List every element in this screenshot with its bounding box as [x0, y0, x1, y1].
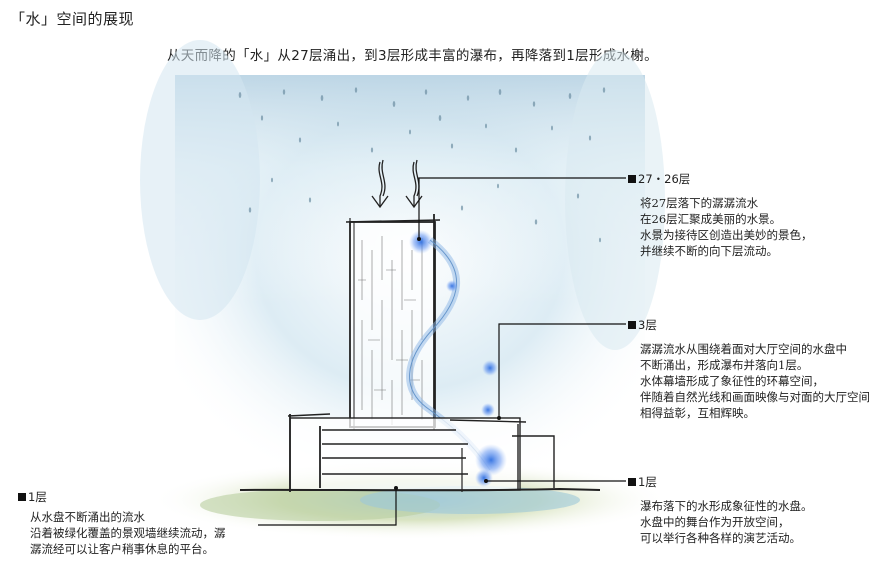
callout-heading: 1层 — [638, 475, 657, 489]
leader-3f — [498, 323, 626, 418]
leader-dot-1f-left — [394, 486, 398, 490]
callout-line: 伴随着自然光线和画面映像与对面的大厅空间 — [640, 390, 870, 404]
callout-line: 水景为接待区创造出美妙的景色， — [640, 228, 813, 242]
water-spot-3f-lower — [481, 403, 495, 417]
callout-line: 瀑布落下的水形成象征性的水盘。 — [640, 499, 813, 513]
leader-lines — [258, 177, 626, 526]
callout-line: 在26层汇聚成美丽的水景。 — [640, 212, 782, 226]
leader-dot-1f-right — [484, 479, 488, 483]
falling-water-arrows — [371, 159, 423, 209]
leader-dot-27f — [417, 237, 421, 241]
callout-line: 并继续不断的向下层流动。 — [640, 244, 778, 258]
callout-heading: 3层 — [638, 318, 657, 332]
callout-1f-left: 1层 从水盘不断涌出的流水 沿着被绿化覆盖的景观墙继续流动，潺 潺流经可以让客户… — [18, 489, 226, 557]
callout-line: 水盘中的舞台作为开放空间， — [640, 515, 790, 529]
tower — [345, 214, 441, 430]
square-bullet-icon — [628, 321, 636, 329]
leader-1f-left — [258, 488, 397, 526]
water-spot-3f — [482, 360, 498, 376]
callout-heading: 27・26层 — [638, 172, 691, 186]
callout-heading: 1层 — [28, 490, 47, 504]
leader-dot-3f — [497, 416, 501, 420]
ground-line — [239, 487, 601, 492]
sky-left-haze — [140, 40, 260, 320]
callout-3f: 3层 潺潺流水从围绕着面对大厅空间的水盘中 不断涌出，形成瀑布并落向1层。 水体… — [628, 317, 870, 421]
water-spot-1f-core — [475, 469, 493, 487]
callout-line: 潺流经可以让客户稍事休息的平台。 — [30, 542, 214, 556]
diagram-subtitle: 从天而降的「水」从27层涌出，到3层形成丰富的瀑布，再降落到1层形成水榭。 — [167, 48, 658, 64]
water-spot-mid — [446, 280, 458, 292]
callout-line: 不断涌出，形成瀑布并落向1层。 — [640, 358, 809, 372]
water-pool-haze — [360, 486, 580, 514]
square-bullet-icon — [628, 175, 636, 183]
water-spot-27f — [409, 230, 433, 254]
podium — [287, 413, 555, 492]
callout-1f-right: 1层 瀑布落下的水形成象征性的水盘。 水盘中的舞台作为开放空间， 可以举行各种各… — [628, 474, 813, 546]
water-spot-1f — [475, 444, 507, 476]
callout-line: 沿着被绿化覆盖的景观墙继续流动，潺 — [30, 526, 226, 540]
square-bullet-icon — [18, 493, 26, 501]
rain-drops — [238, 87, 606, 243]
leader-27f — [418, 177, 626, 239]
sky-right-haze — [565, 50, 665, 350]
square-bullet-icon — [628, 478, 636, 486]
callout-line: 将27层落下的潺潺流水 — [640, 196, 759, 210]
callout-line: 水体幕墙形成了象征性的环幕空间， — [640, 374, 824, 388]
callout-line: 相得益彰，互相辉映。 — [640, 406, 755, 420]
page-title: 「水」空间的展现 — [10, 10, 135, 28]
callout-line: 从水盘不断涌出的流水 — [30, 510, 145, 524]
callout-27-26f: 27・26层 将27层落下的潺潺流水 在26层汇聚成美丽的水景。 水景为接待区创… — [628, 171, 813, 259]
callout-line: 潺潺流水从围绕着面对大厅空间的水盘中 — [640, 342, 847, 356]
callout-line: 可以举行各种各样的演艺活动。 — [640, 531, 801, 545]
